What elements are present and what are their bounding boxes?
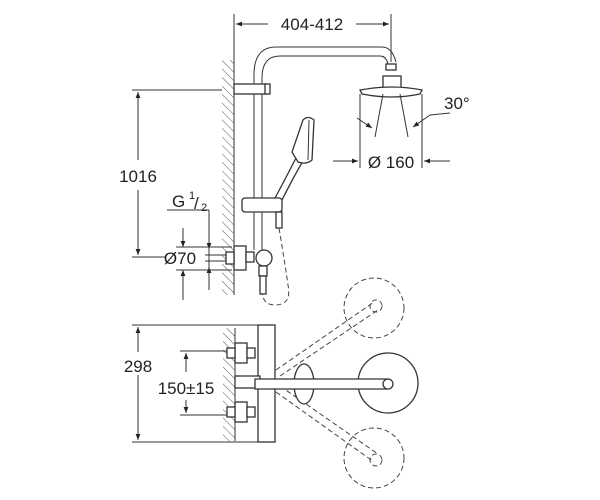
mixer-height-dimension: 298: [124, 324, 275, 443]
spray-angle-label: 30°: [444, 94, 470, 113]
fraction-slash: /: [194, 194, 199, 213]
thread-denominator: 2: [201, 202, 207, 214]
thread-g-label: G: [172, 192, 185, 211]
thread-numerator: 1: [189, 190, 195, 202]
swivel-arm: [254, 352, 419, 414]
flange-diameter-dimension: Ø70: [164, 228, 232, 300]
mixer-height-label: 298: [124, 357, 152, 376]
height-dimension: 1016: [119, 89, 222, 258]
head-diameter-label: Ø 160: [368, 153, 414, 172]
arm-length-label: 404-412: [281, 15, 343, 34]
arm-length-dimension: 404-412: [233, 14, 392, 62]
wall-bottom: [223, 328, 236, 441]
head-diameter-dimension: Ø 160: [333, 94, 450, 172]
wall-connection: [225, 245, 273, 295]
swivel-arm-positions: [275, 277, 405, 489]
head-shower: 30°: [356, 63, 470, 138]
hand-shower: [241, 116, 315, 306]
shower-riser: [233, 46, 397, 250]
height-label: 1016: [119, 167, 157, 186]
connection-spacing-dimension: 150±15: [158, 350, 232, 416]
connection-spacing-label: 150±15: [158, 379, 215, 398]
flange-diameter-label: Ø70: [164, 249, 196, 268]
thread-size: G 1 / 2: [167, 190, 212, 290]
